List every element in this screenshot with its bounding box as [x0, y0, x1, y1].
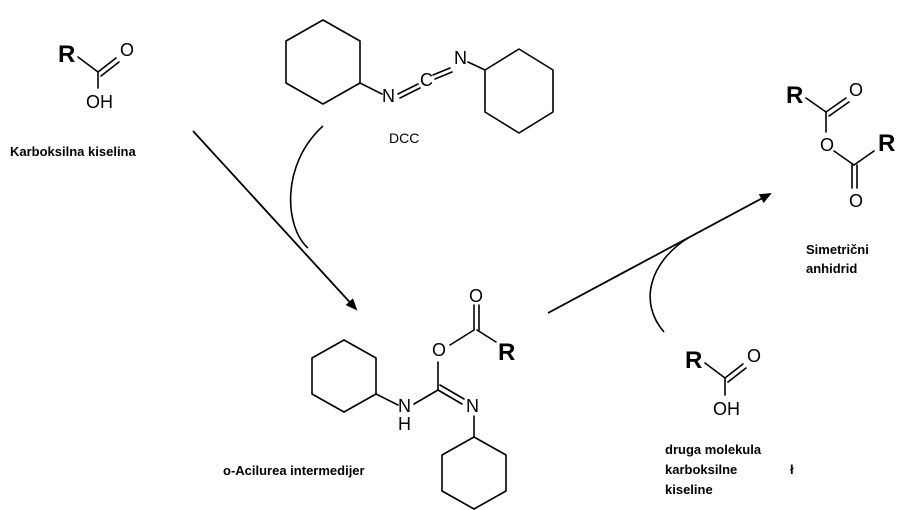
second-acid-entry-curve [649, 237, 689, 333]
cyclohexane-ring [441, 436, 507, 510]
hydroxyl-label: OH [86, 92, 113, 112]
bond [397, 83, 419, 95]
dcc-structure: N C N [285, 19, 554, 134]
bond [825, 97, 847, 113]
bond [97, 57, 117, 73]
nitrogen-label: N [466, 396, 479, 416]
reaction-arrow-1 [192, 130, 358, 311]
oxygen-label: O [120, 40, 134, 60]
anhydride-label-line1: Simetrični [806, 242, 869, 257]
oxygen-label: O [432, 340, 446, 360]
intermediate-label: o-Acilurea intermedijer [223, 463, 365, 478]
dcc-entry-curve [289, 125, 324, 249]
second-acid-label-line1: druga molekula [665, 442, 762, 457]
r-group-label: R [878, 130, 895, 157]
r-group-label: R [786, 82, 803, 109]
bond [399, 87, 421, 99]
carboxylic-acid-structure: R O OH [58, 40, 134, 112]
second-acid-structure: R O OH [685, 346, 761, 419]
hydroxyl-label: OH [713, 399, 740, 419]
r-group-label: R [58, 41, 75, 68]
bond [432, 67, 451, 76]
bond [724, 363, 744, 379]
bond [449, 329, 475, 346]
nitrogen-label: N [382, 86, 395, 106]
cyclohexane-ring [484, 48, 554, 134]
bond [704, 362, 726, 379]
carbon-label: C [420, 70, 433, 90]
bond [100, 61, 120, 77]
bond [439, 384, 465, 400]
bond [77, 56, 99, 73]
second-acid-label-line2: karboksilne [665, 462, 738, 477]
nitrogen-label: N [454, 48, 467, 68]
bond [476, 329, 497, 343]
cyclohexane-ring [311, 339, 377, 413]
o-acylurea-structure: N H O O R N [311, 286, 515, 510]
bond [833, 150, 855, 166]
bond [359, 82, 383, 95]
bond [437, 389, 463, 405]
stray-mark: ł [790, 462, 794, 477]
r-group-label: R [498, 339, 515, 366]
bond [805, 97, 827, 113]
r-group-label: R [685, 347, 702, 374]
hydrogen-label: H [398, 414, 411, 434]
bond [413, 389, 439, 405]
cyclohexane-ring [285, 19, 361, 105]
bond [727, 367, 747, 383]
oxygen-label: O [469, 286, 483, 306]
bond [467, 61, 486, 71]
reaction-arrow-2 [547, 193, 772, 314]
oxygen-label: O [820, 135, 834, 155]
anhydride-label-line2: anhidrid [806, 261, 858, 276]
nitrogen-label: N [398, 396, 411, 416]
bond [434, 71, 453, 80]
dcc-label: DCC [389, 130, 420, 146]
bond [853, 150, 875, 166]
carboxylic-acid-label: Karboksilna kiselina [10, 144, 136, 159]
second-acid-label-line3: kiseline [665, 482, 713, 497]
bond [375, 393, 399, 406]
oxygen-label: O [849, 191, 863, 211]
anhydride-structure: R O O R O [786, 80, 895, 211]
oxygen-label: O [747, 346, 761, 366]
oxygen-label: O [849, 80, 863, 100]
bond [828, 101, 850, 117]
